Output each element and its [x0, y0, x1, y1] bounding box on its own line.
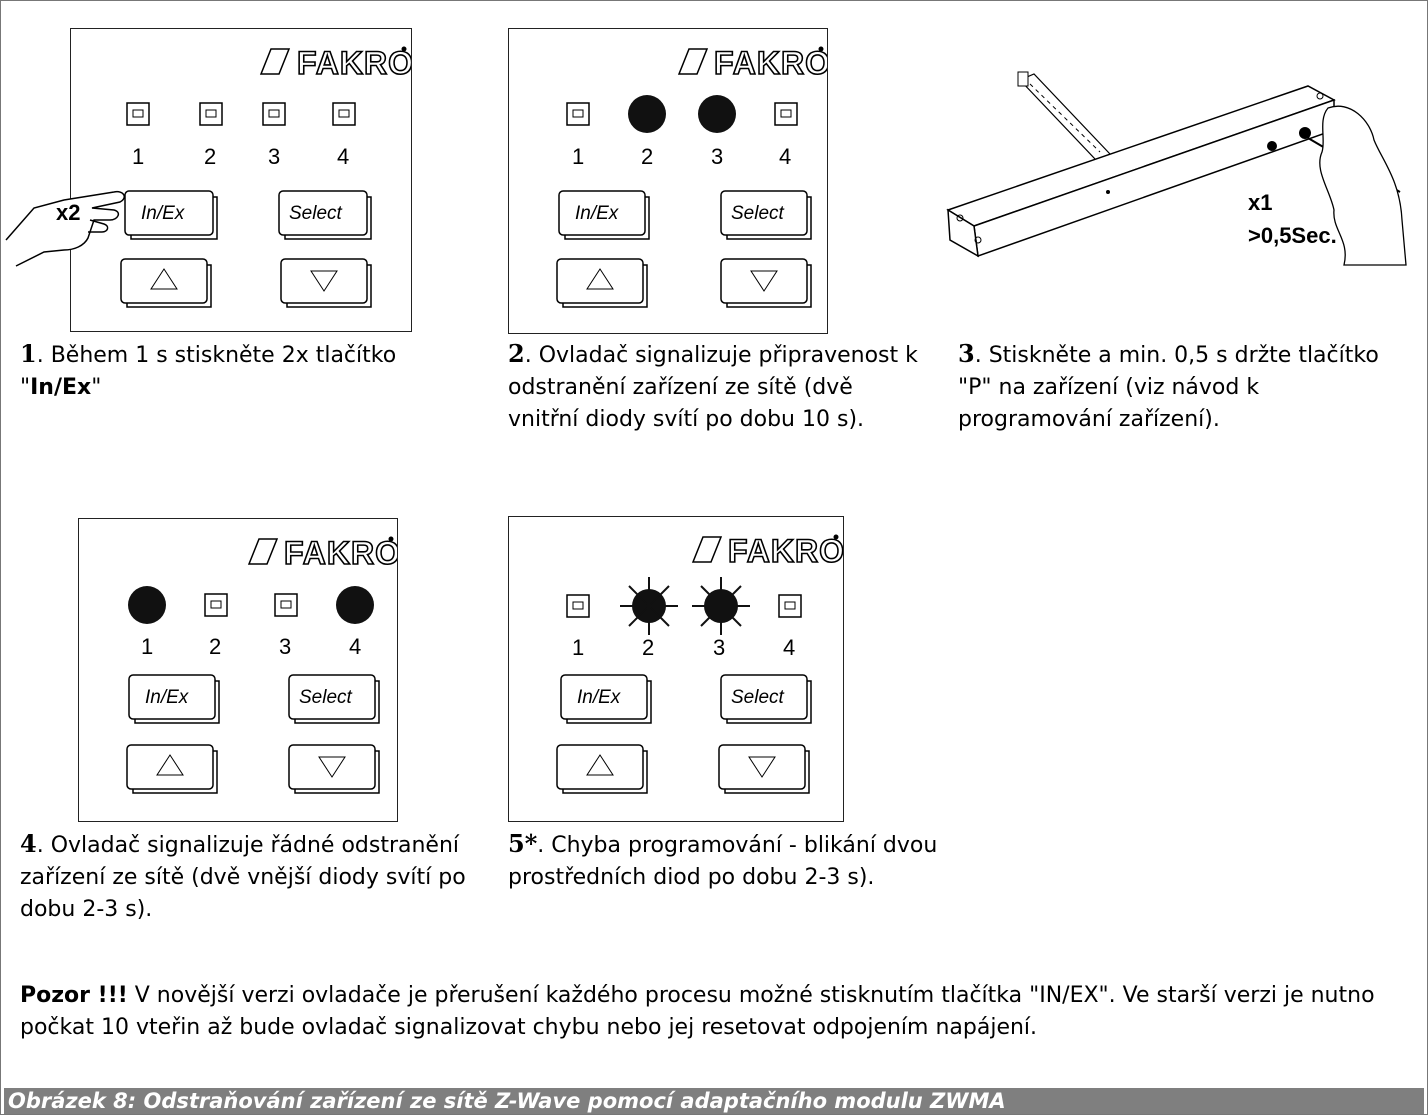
- figure-caption: Obrázek 8: Odstraňování zařízení ze sítě…: [4, 1088, 1424, 1114]
- led-row: [126, 102, 356, 126]
- svg-text:In/Ex: In/Ex: [577, 687, 622, 708]
- actuator-body: [946, 85, 1336, 258]
- step-number: 2: [508, 339, 525, 368]
- select-button[interactable]: Select: [288, 674, 380, 724]
- fakro-logo: FAKRO: [691, 532, 843, 570]
- step5-caption: 5*. Chyba programování - blikání dvou pr…: [508, 828, 948, 894]
- inex-button[interactable]: In/Ex: [560, 674, 652, 724]
- led-label-4: 4: [779, 144, 791, 169]
- step-number: 4: [20, 829, 37, 858]
- down-button[interactable]: [288, 744, 380, 794]
- step-text: . Stiskněte a min. 0,5 s držte tlačítko …: [958, 343, 1379, 432]
- fakro-logo: FAKRO: [259, 44, 411, 82]
- remote-panel-step2: FAKRO 1 2 3 4 In/Ex Select: [508, 28, 828, 334]
- step-text: . Během 1 s stiskněte 2x tlačítko: [36, 343, 397, 368]
- fakro-logo: FAKRO: [677, 44, 827, 82]
- step-number: 3: [958, 339, 975, 368]
- step-text: . Ovladač signalizuje připravenost k ods…: [508, 343, 918, 432]
- up-button[interactable]: [120, 258, 212, 308]
- remote-panel-step5: FAKRO 1 2 3 4 In/Ex Select: [508, 516, 844, 822]
- led-label-2: 2: [209, 634, 221, 659]
- led-row: [128, 586, 374, 624]
- remote-panel-step4: FAKRO 1 2 3 4 In/Ex Select: [78, 518, 398, 822]
- remote-panel-step1: FAKRO 1 2 3 4 In/Ex Select: [70, 28, 412, 332]
- led-label-2: 2: [641, 144, 653, 169]
- led-label-3: 3: [268, 144, 280, 169]
- inex-button[interactable]: In/Ex: [128, 674, 220, 724]
- up-button[interactable]: [126, 744, 218, 794]
- svg-text:FAKRO: FAKRO: [297, 45, 411, 81]
- hand-with-pen-icon: [1307, 105, 1407, 266]
- led-label-1: 1: [572, 635, 584, 660]
- warning-note: Pozor !!! V novější verzi ovladače je př…: [20, 980, 1410, 1044]
- step3-caption: 3. Stiskněte a min. 0,5 s držte tlačítko…: [958, 338, 1413, 436]
- step-number: 1: [20, 339, 37, 368]
- led-label-2: 2: [642, 635, 654, 660]
- select-button[interactable]: Select: [720, 190, 812, 240]
- inex-button[interactable]: In/Ex: [124, 190, 218, 240]
- led-label-3: 3: [711, 144, 723, 169]
- inex-button[interactable]: In/Ex: [558, 190, 650, 240]
- svg-text:FAKRO: FAKRO: [728, 533, 843, 569]
- led-label-1: 1: [141, 634, 153, 659]
- led-label-3: 3: [279, 634, 291, 659]
- step-text: . Chyba programování - blikání dvou pros…: [508, 833, 938, 890]
- svg-text:FAKRO: FAKRO: [284, 535, 397, 571]
- blinking-led-icon: [620, 577, 678, 635]
- led-label-3: 3: [713, 635, 725, 660]
- led-label-4: 4: [337, 144, 349, 169]
- led-row: [566, 95, 798, 133]
- down-button[interactable]: [720, 258, 812, 308]
- svg-text:Select: Select: [731, 203, 785, 224]
- up-button[interactable]: [556, 744, 648, 794]
- step1-caption: 1. Během 1 s stiskněte 2x tlačítko "In/E…: [20, 339, 397, 400]
- led-label-4: 4: [349, 634, 361, 659]
- svg-text:In/Ex: In/Ex: [141, 203, 186, 224]
- blinking-led-icon: [692, 577, 750, 635]
- hand-press-icon: x2: [5, 190, 125, 267]
- led-row: [566, 577, 802, 635]
- svg-text:FAKRO: FAKRO: [714, 45, 827, 81]
- led-label-1: 1: [572, 144, 584, 169]
- select-button[interactable]: Select: [720, 674, 812, 724]
- fakro-logo: FAKRO: [247, 534, 397, 572]
- select-button[interactable]: Select: [278, 190, 372, 240]
- step2-caption: 2. Ovladač signalizuje připravenost k od…: [508, 338, 918, 436]
- svg-text:Select: Select: [299, 687, 353, 708]
- svg-text:In/Ex: In/Ex: [145, 687, 190, 708]
- svg-text:Select: Select: [731, 687, 785, 708]
- step-text: . Ovladač signalizuje řádné odstranění z…: [20, 833, 466, 922]
- actuator-device-illustration: x1 >0,5Sec.: [946, 71, 1407, 266]
- down-button[interactable]: [718, 744, 810, 794]
- press-count-hint: x2: [56, 200, 80, 225]
- warning-label: Pozor !!!: [20, 983, 128, 1008]
- down-button[interactable]: [280, 258, 372, 308]
- svg-text:Select: Select: [289, 203, 343, 224]
- led-label-2: 2: [204, 144, 216, 169]
- up-button[interactable]: [556, 258, 648, 308]
- step-number: 5*: [508, 829, 538, 858]
- svg-text:In/Ex: In/Ex: [575, 203, 620, 224]
- button-name: In/Ex: [30, 375, 92, 400]
- led-label-1: 1: [132, 144, 144, 169]
- press-count-hint: x1: [1248, 190, 1272, 215]
- step4-caption: 4. Ovladač signalizuje řádné odstranění …: [20, 828, 488, 926]
- actuator-chain: [1017, 71, 1112, 161]
- led-label-4: 4: [783, 635, 795, 660]
- warning-text: V novější verzi ovladače je přerušení ka…: [20, 983, 1375, 1040]
- press-duration-hint: >0,5Sec.: [1248, 223, 1337, 248]
